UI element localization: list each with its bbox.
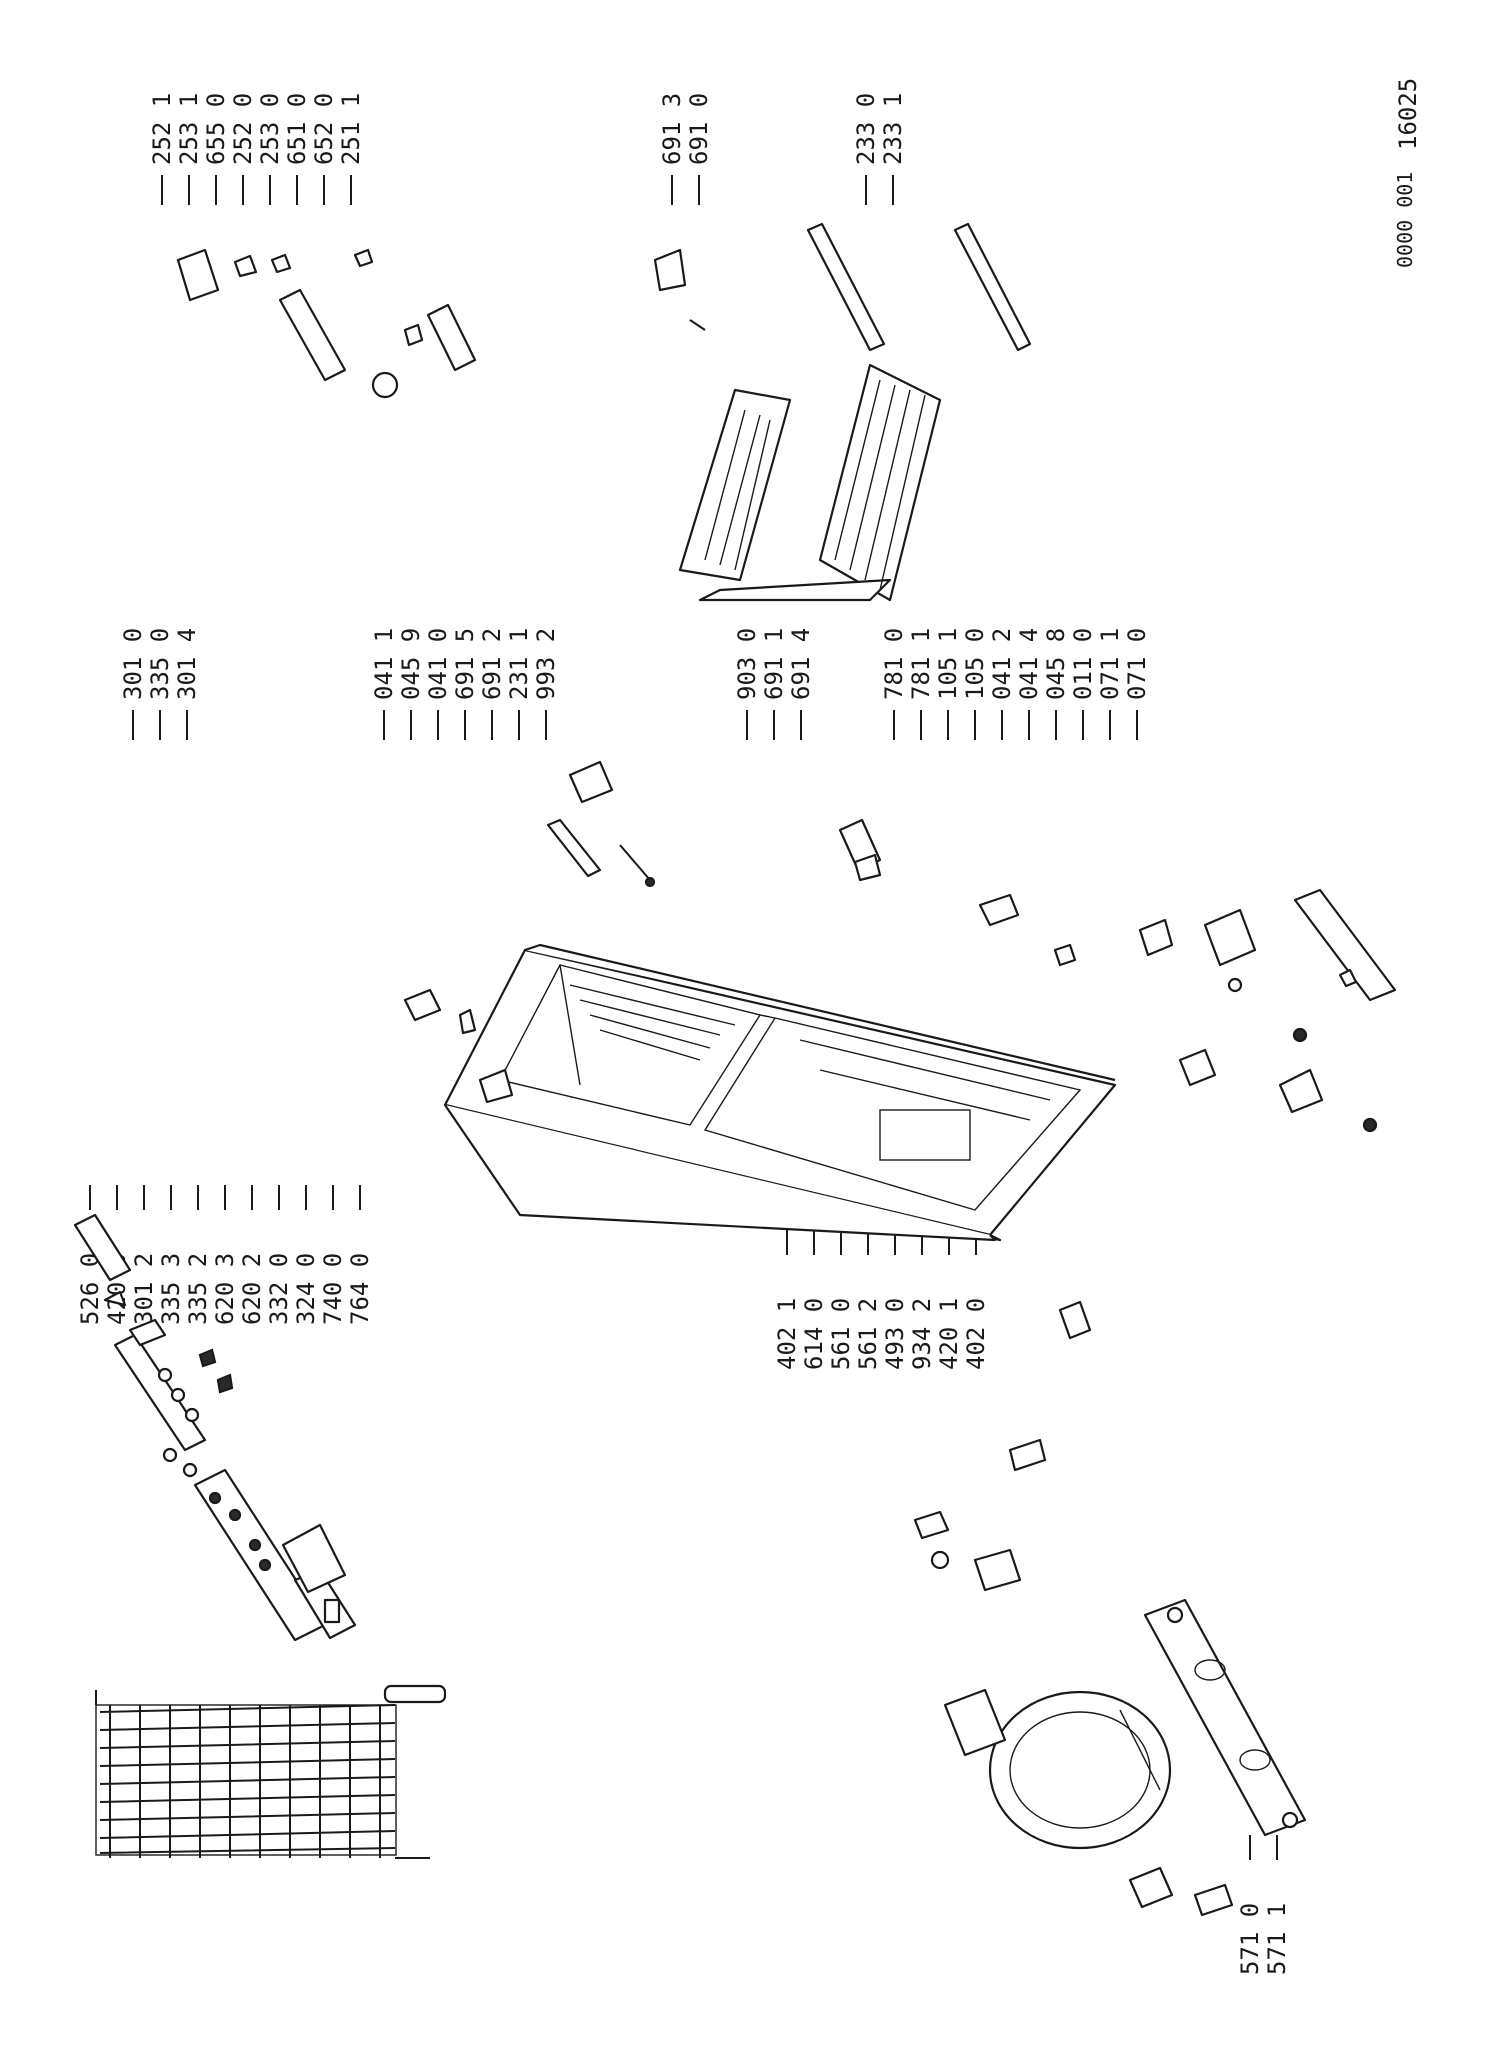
part-label-652-0: 652 0	[310, 93, 338, 165]
part-label-420-1: 420 1	[935, 1298, 963, 1370]
part-label-934-2: 934 2	[908, 1298, 936, 1370]
condenser-coil	[95, 1690, 430, 1859]
part-label-041-1: 041 1	[370, 628, 398, 700]
part-label-041-2: 041 2	[988, 628, 1016, 700]
part-label-301-2: 301 2	[130, 1253, 158, 1325]
part-label-651-0: 651 0	[283, 93, 311, 165]
part-label-332-0: 332 0	[265, 1253, 293, 1325]
part-label-614-0: 614 0	[800, 1298, 828, 1370]
part-label-233-1: 233 1	[879, 93, 907, 165]
part-label-252-0: 252 0	[229, 93, 257, 165]
part-label-571-0: 571 0	[1236, 1903, 1264, 1975]
evaporator	[678, 363, 942, 602]
part-label-335-2: 335 2	[184, 1253, 212, 1325]
part-label-324-0: 324 0	[292, 1253, 320, 1325]
part-label-045-8: 045 8	[1042, 628, 1070, 700]
part-label-011-0: 011 0	[1069, 628, 1097, 700]
part-label-691-3: 691 3	[658, 93, 686, 165]
part-label-402-1: 402 1	[773, 1298, 801, 1370]
drier-filter	[383, 1684, 447, 1704]
part-label-691-1: 691 1	[760, 628, 788, 700]
part-label-691-4: 691 4	[787, 628, 815, 700]
part-label-655-0: 655 0	[202, 93, 230, 165]
part-label-253-0: 253 0	[256, 93, 284, 165]
refrigerator-cabinet	[443, 943, 1117, 1242]
part-label-691-2: 691 2	[478, 628, 506, 700]
part-label-493-0: 493 0	[881, 1298, 909, 1370]
leader-lines	[89, 175, 1278, 1860]
part-label-335-0: 335 0	[146, 628, 174, 700]
part-label-301-0: 301 0	[119, 628, 147, 700]
drawing-number: 16025	[1394, 78, 1422, 150]
part-label-231-1: 231 1	[505, 628, 533, 700]
part-label-691-0: 691 0	[685, 93, 713, 165]
part-label-561-0: 561 0	[827, 1298, 855, 1370]
part-label-620-3: 620 3	[211, 1253, 239, 1325]
part-label-045-9: 045 9	[397, 628, 425, 700]
part-label-233-0: 233 0	[852, 93, 880, 165]
part-label-561-2: 561 2	[854, 1298, 882, 1370]
part-label-764-0: 764 0	[346, 1253, 374, 1325]
part-label-301-4: 301 4	[173, 628, 201, 700]
part-label-903-0: 903 0	[733, 628, 761, 700]
part-label-105-0: 105 0	[961, 628, 989, 700]
part-label-335-3: 335 3	[157, 1253, 185, 1325]
part-label-071-1: 071 1	[1096, 628, 1124, 700]
part-label-620-2: 620 2	[238, 1253, 266, 1325]
part-label-041-4: 041 4	[1015, 628, 1043, 700]
part-label-571-1: 571 1	[1263, 1903, 1291, 1975]
part-label-402-0: 402 0	[962, 1298, 990, 1370]
part-label-071-0: 071 0	[1123, 628, 1151, 700]
part-label-251-1: 251 1	[337, 93, 365, 165]
part-label-740-0: 740 0	[319, 1253, 347, 1325]
bottle-rails	[653, 222, 1032, 352]
part-label-041-0: 041 0	[424, 628, 452, 700]
compressor	[988, 1690, 1172, 1850]
part-label-252-1: 252 1	[148, 93, 176, 165]
compressor-base-plate	[1143, 1598, 1307, 1837]
part-label-105-1: 105 1	[934, 628, 962, 700]
part-label-781-0: 781 0	[880, 628, 908, 700]
control-panel-parts	[73, 1213, 357, 1642]
thermostat-and-light-parts	[176, 248, 477, 399]
part-label-993-2: 993 2	[532, 628, 560, 700]
relay-and-overload-parts	[913, 1300, 1234, 1917]
part-label-253-1: 253 1	[175, 93, 203, 165]
drawing-reference: 0000 001	[1393, 172, 1417, 268]
part-label-781-1: 781 1	[907, 628, 935, 700]
hinge-and-support-parts	[403, 760, 1397, 1133]
part-label-691-5: 691 5	[451, 628, 479, 700]
